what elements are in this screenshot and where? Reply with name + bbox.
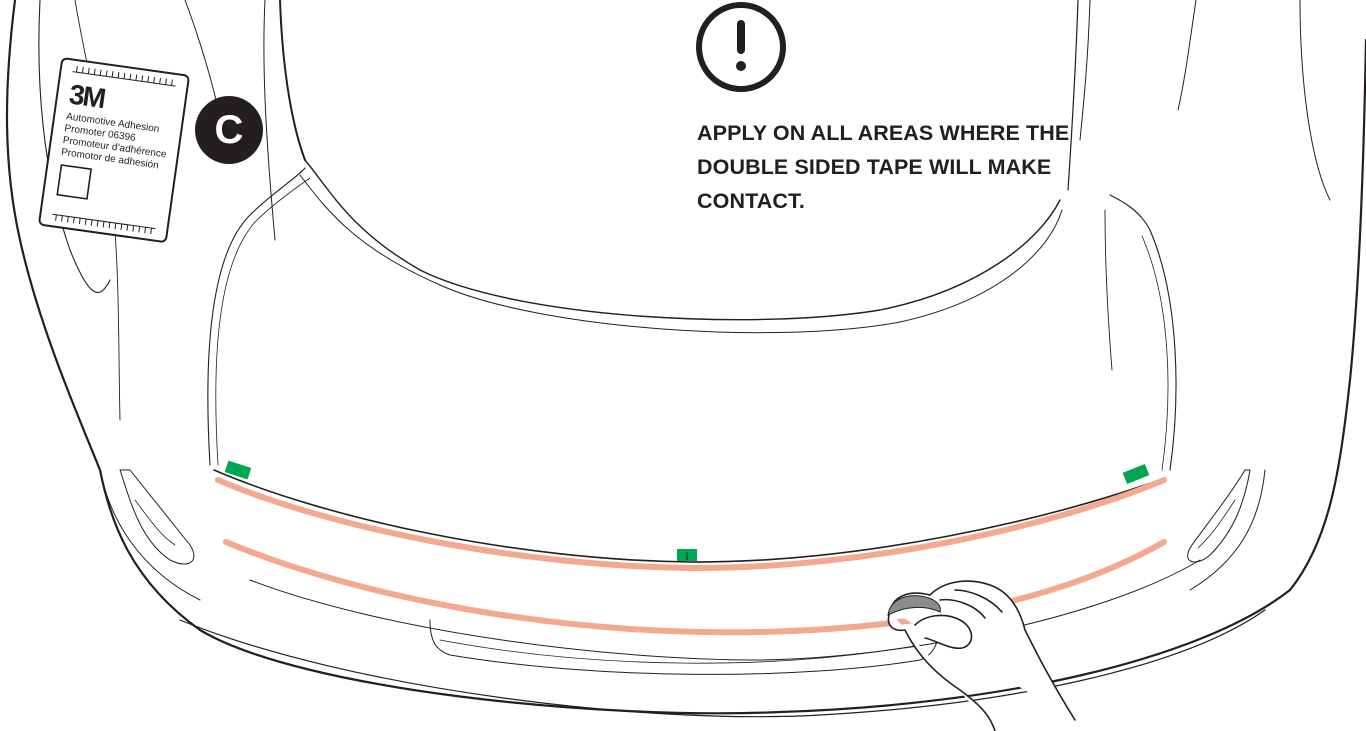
exclamation-circle-icon xyxy=(696,2,786,92)
tape-backing-peel xyxy=(887,595,941,616)
packet-tick-marks-bottom xyxy=(55,214,152,235)
hand-illustration xyxy=(887,580,1076,731)
right-reflector xyxy=(1187,469,1251,563)
left-position-marker xyxy=(224,460,252,480)
left-reflector xyxy=(119,469,195,565)
packet-tick-marks-top xyxy=(75,66,173,86)
warning-line-1: APPLY ON ALL AREAS WHERE THE xyxy=(697,121,1070,145)
packet-brand: 3M xyxy=(67,79,107,115)
adhesion-promoter-packet: 3M Automotive Adhesion Promoter 06396 Pr… xyxy=(38,57,190,243)
step-c-badge: C xyxy=(195,96,263,164)
right-position-marker xyxy=(1122,463,1150,485)
lower-tape-strip xyxy=(223,539,1167,636)
upper-tape-strip xyxy=(215,477,1167,572)
rear-window-edge xyxy=(304,159,1061,321)
warning-line-3: CONTACT. xyxy=(697,189,805,213)
warning-line-2: DOUBLE SIDED TAPE WILL MAKE xyxy=(697,155,1052,179)
packet-checkbox-square xyxy=(56,164,93,200)
body-lower-edge xyxy=(179,609,1266,718)
warning-message: APPLY ON ALL AREAS WHERE THE DOUBLE SIDE… xyxy=(697,116,1197,218)
hatch-lower-lip xyxy=(213,469,1166,563)
hatch-panel-outline xyxy=(207,167,306,466)
